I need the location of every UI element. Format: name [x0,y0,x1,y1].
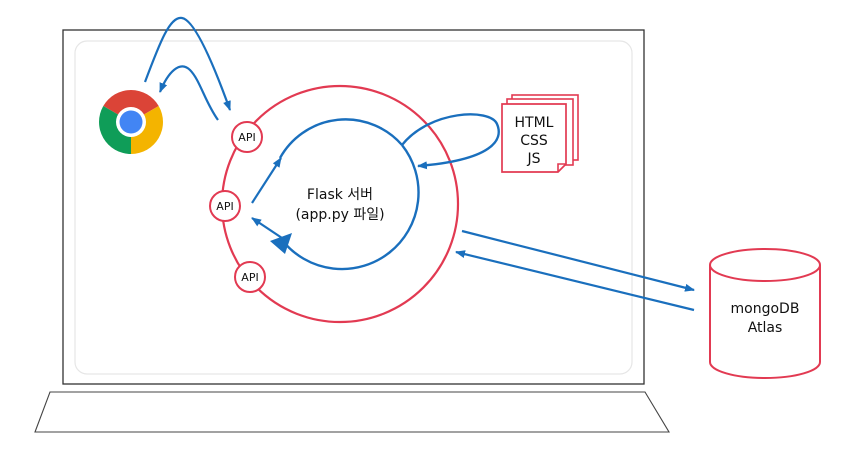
arrow-files-to-server [401,113,500,170]
api-badge-bottom: API [234,261,266,293]
file-label-css: CSS [520,133,548,149]
arrow-server-to-db [461,229,695,292]
arrow-db-to-server [455,250,695,312]
api-label-bottom: API [241,271,258,284]
server-subtitle: (app.py 파일) [295,207,384,223]
api-label-middle: API [216,200,233,213]
arrow-browser-to-api [143,16,232,111]
server-loop-arrowhead [270,233,292,254]
db-label-sub: Atlas [748,320,783,336]
api-badge-top: API [231,121,263,153]
chrome-icon [99,90,163,154]
db-label-name: mongoDB [731,301,800,317]
laptop-base [34,391,670,433]
server-loop-arrow [281,144,420,271]
arrow-api-to-server [251,157,282,204]
api-badge-middle: API [209,190,241,222]
arrow-server-to-api [251,217,286,241]
arrow-api-to-browser [158,65,219,121]
api-label-top: API [238,131,255,144]
file-label-html: HTML [515,115,554,131]
file-label-js: JS [526,151,540,167]
laptop-screen-inner [74,40,633,375]
template-files [501,94,579,173]
server-title: Flask 서버 [307,187,373,203]
mongodb-database [709,248,821,379]
arc-top [278,118,403,159]
